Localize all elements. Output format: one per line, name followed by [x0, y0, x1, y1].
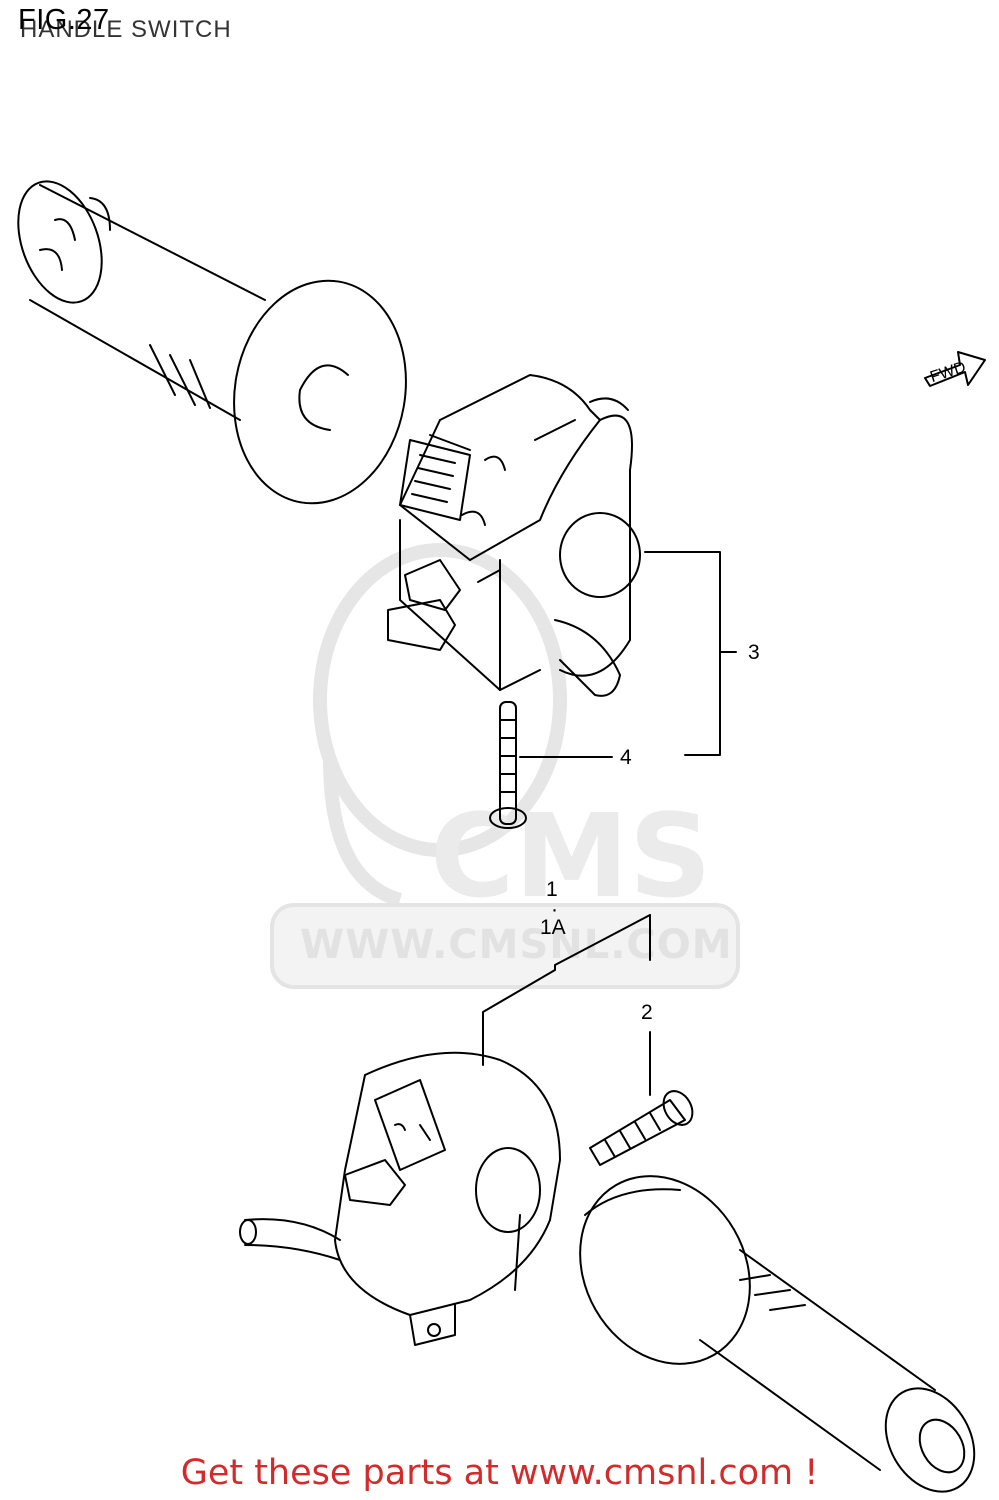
fwd-arrow-icon	[925, 352, 985, 386]
left-grip	[3, 170, 423, 517]
callout-label-1a: 1A	[540, 916, 566, 939]
screw-part-2	[590, 1086, 698, 1165]
callout-dot: ·	[551, 898, 558, 921]
callout-label-2: 2	[641, 1001, 653, 1024]
figure-number: FIG.27	[18, 4, 110, 36]
screw-part-4	[490, 702, 526, 828]
callout-leader-1	[483, 915, 650, 1065]
callout-label-4: 4	[620, 746, 632, 769]
callout-label-1: 1	[546, 878, 558, 901]
footer-link[interactable]: Get these parts at www.cmsnl.com !	[180, 1453, 819, 1493]
watermark-url: WWW.CMSNL.COM	[300, 922, 733, 968]
callout-bracket-3-4	[520, 552, 736, 757]
left-switch-housing	[240, 1053, 560, 1345]
callout-label-3: 3	[748, 641, 760, 664]
watermark-brand: CMS	[430, 790, 712, 924]
right-switch-housing	[388, 375, 640, 696]
right-grip	[547, 1145, 992, 1500]
figure-title: HANDLE SWITCH	[20, 16, 232, 43]
